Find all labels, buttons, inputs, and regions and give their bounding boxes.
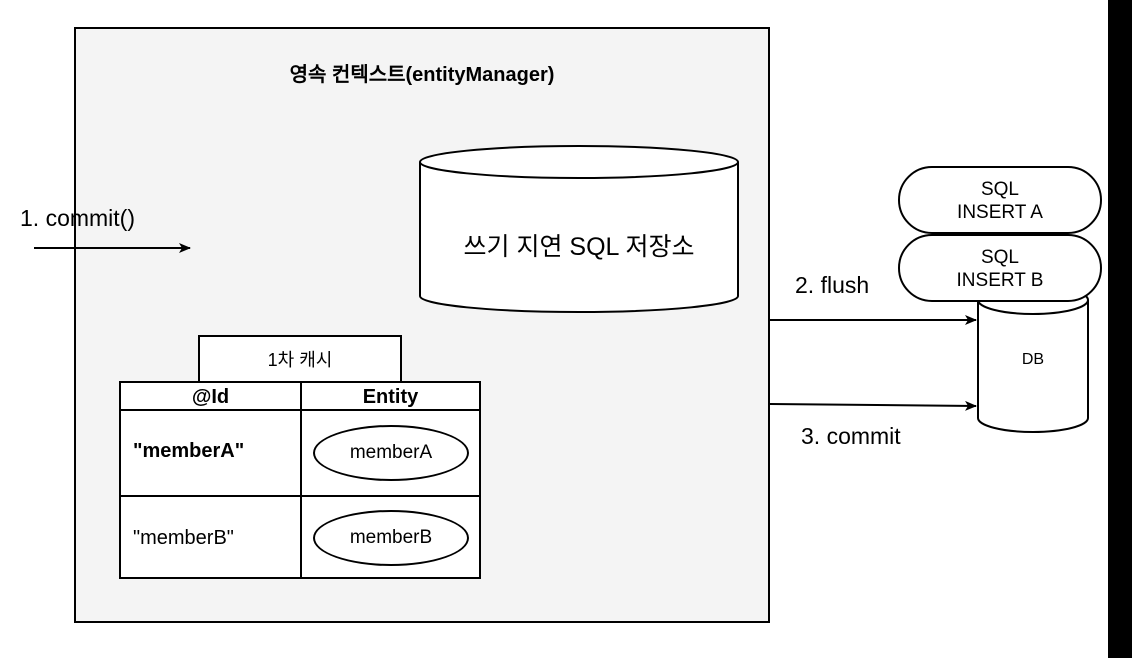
sql-insert-a-line2: INSERT A — [957, 202, 1043, 223]
column-header-id: @Id — [191, 386, 230, 408]
database-label: DB — [1021, 351, 1045, 368]
commit-to-db-step-label: 3. commit — [801, 423, 901, 449]
right-edge-bar — [1108, 0, 1132, 658]
sql-insert-a-pill: SQL INSERT A — [898, 166, 1102, 234]
sql-insert-b-line2: INSERT B — [956, 270, 1044, 291]
column-divider — [300, 383, 302, 577]
persistence-context-title: 영속 컨텍스트(entityManager) — [289, 64, 555, 86]
header-divider — [121, 409, 479, 411]
sql-insert-a-line1: SQL — [980, 179, 1020, 200]
commit-step-label: 1. commit() — [20, 205, 135, 231]
first-level-cache-tab: 1차 캐시 — [198, 335, 402, 383]
entity-member-b: memberB — [313, 510, 469, 566]
row-divider — [121, 495, 479, 497]
flush-step-label: 2. flush — [795, 272, 870, 298]
cache-key-member-a: "memberA" — [133, 440, 245, 462]
column-header-entity: Entity — [362, 386, 419, 408]
sql-store-label: 쓰기 지연 SQL 저장소 — [463, 233, 695, 261]
sql-store-cylinder — [419, 145, 739, 313]
commit-out-arrow — [769, 400, 977, 411]
sql-insert-b-line1: SQL — [980, 247, 1020, 268]
entity-member-a: memberA — [313, 425, 469, 481]
cache-key-member-b: "memberB" — [133, 527, 234, 549]
first-level-cache-table: @Id Entity "memberA" memberA "memberB" m… — [119, 381, 481, 579]
sql-insert-b-pill: SQL INSERT B — [898, 234, 1102, 302]
